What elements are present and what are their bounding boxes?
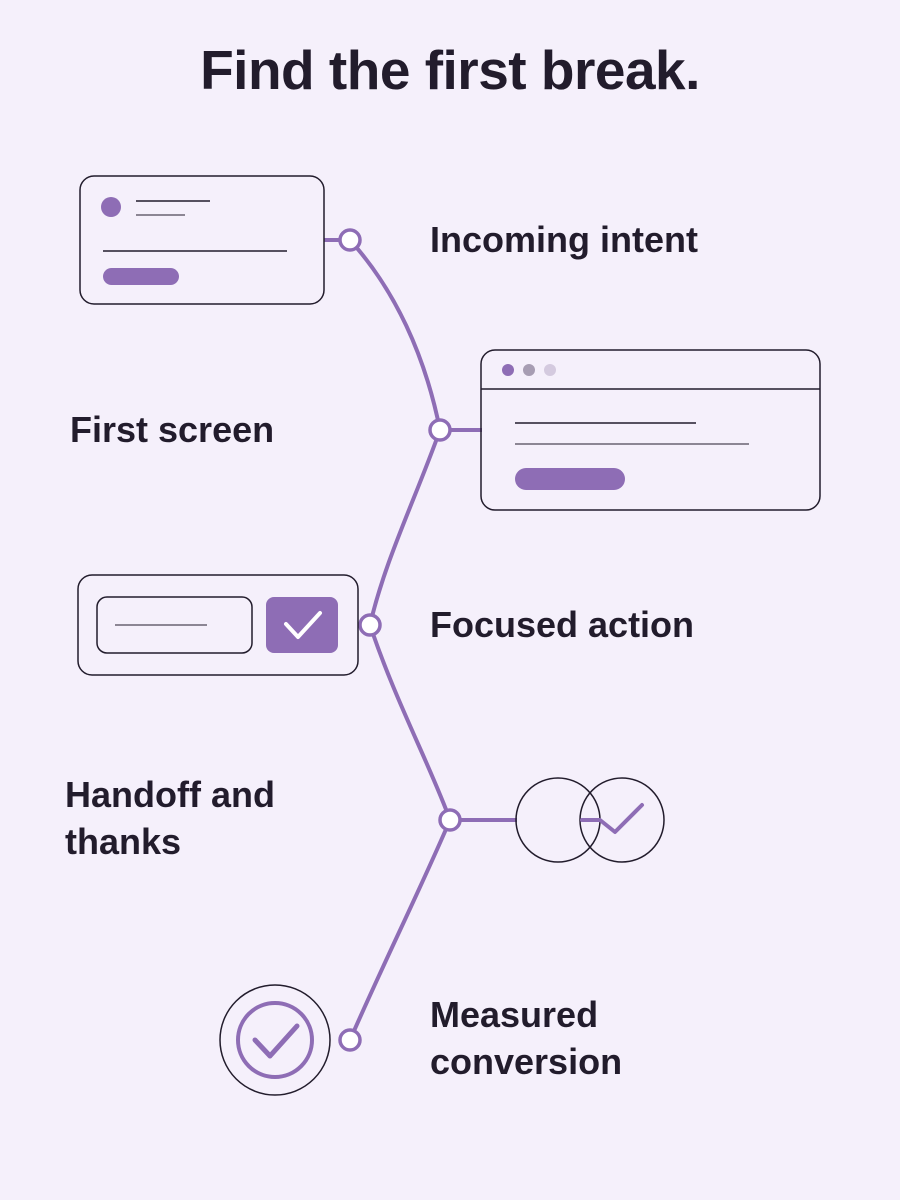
node-5 — [338, 1028, 362, 1052]
node-1 — [338, 228, 362, 252]
step-label-first-screen: First screen — [70, 409, 275, 450]
node-4 — [438, 808, 462, 832]
check-circle-icon — [219, 984, 331, 1096]
browser-window-icon — [480, 349, 821, 511]
page-title: Find the first break. — [200, 39, 700, 101]
form-checkbox-icon — [77, 574, 359, 676]
message-card-icon — [79, 175, 325, 305]
step-label-focused-action: Focused action — [430, 604, 695, 645]
overlapping-circles-check-icon — [515, 777, 665, 863]
step-label-incoming-intent: Incoming intent — [430, 219, 698, 260]
node-3 — [358, 613, 382, 637]
node-2 — [428, 418, 452, 442]
step-label-handoff-and-thanks: Handoff and thanks — [65, 774, 275, 862]
step-label-measured-conversion: Measured conversion — [430, 994, 623, 1082]
